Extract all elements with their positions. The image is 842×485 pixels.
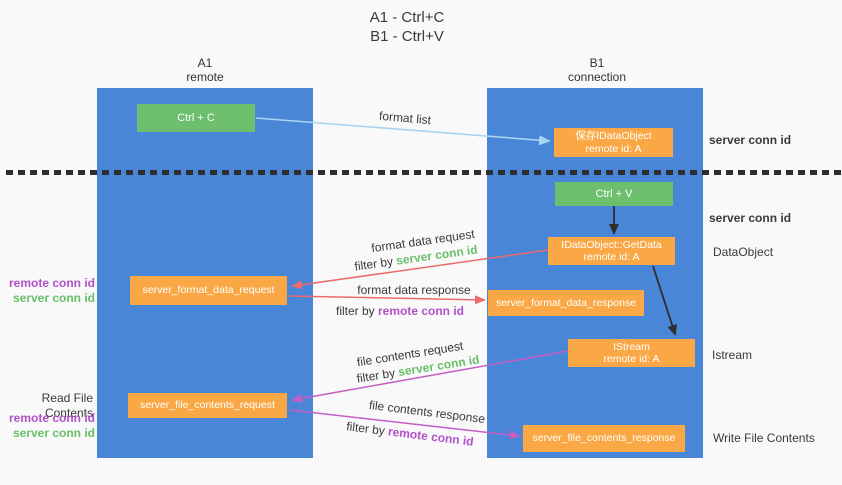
remote-conn-id-highlight: remote conn id xyxy=(387,424,475,449)
ctrl-c-node: Ctrl + C xyxy=(137,104,255,132)
remote-conn-id-highlight: remote conn id xyxy=(378,304,465,318)
lane-b1-header: B1 connection xyxy=(539,56,655,84)
ctrl-c-label: Ctrl + C xyxy=(177,111,215,124)
left-conn-ids-top: remote conn id server conn id xyxy=(0,276,95,306)
save-idataobject-node: 保存IDataObject remote id: A xyxy=(554,128,673,157)
lane-a1-subtitle: remote xyxy=(186,70,224,84)
lane-a1-header: A1 remote xyxy=(147,56,263,84)
format-response-node: server_format_data_response xyxy=(488,290,644,316)
lane-b1-name: B1 xyxy=(589,56,605,70)
file-response-node: server_file_contents_response xyxy=(523,425,685,452)
dataobject-label: DataObject xyxy=(713,245,774,259)
istream-line2: remote id: A xyxy=(603,353,660,365)
server-conn-id-annotation: server conn id xyxy=(12,426,95,440)
format-response-label: server_format_data_response xyxy=(495,296,637,309)
lane-a1-name: A1 xyxy=(197,56,213,70)
getdata-line2: remote id: A xyxy=(583,251,640,263)
file-request-node: server_file_contents_request xyxy=(128,393,287,418)
istream-line1: IStream xyxy=(613,340,650,353)
format-request-label: server_format_data_request xyxy=(142,284,275,297)
lane-b1-subtitle: connection xyxy=(567,70,627,84)
format-request-node: server_format_data_request xyxy=(130,276,287,305)
istream-node: IStream remote id: A xyxy=(568,339,695,367)
getdata-line1: IDataObject::GetData xyxy=(561,238,662,251)
getdata-node: IDataObject::GetData remote id: A xyxy=(548,237,675,265)
read-file-contents-label: Read File Contents xyxy=(41,391,93,420)
file-contents-response-label: file contents response xyxy=(368,397,486,427)
file-response-label: server_file_contents_response xyxy=(532,432,676,445)
diagram-title: A1 - Ctrl+C B1 - Ctrl+V xyxy=(287,8,527,46)
save-idataobject-line1: 保存IDataObject xyxy=(575,130,652,142)
remote-conn-id-annotation: remote conn id xyxy=(8,276,95,290)
title-line-1: A1 - Ctrl+C xyxy=(369,9,445,26)
write-file-contents-label: Write File Contents xyxy=(713,431,815,445)
filter-by-remote-conn-id-label-2: filter by remote conn id xyxy=(346,419,475,448)
format-list-label: format list xyxy=(378,108,432,128)
remote-conn-id-annotation: remote conn id xyxy=(8,411,95,425)
left-conn-ids-bottom: remote conn id server conn id xyxy=(0,411,95,441)
ctrl-v-node: Ctrl + V xyxy=(555,182,673,206)
ctrl-v-label: Ctrl + V xyxy=(595,187,633,200)
filter-by-text: filter by xyxy=(345,419,390,439)
filter-by-text: filter by xyxy=(335,304,378,318)
format-data-response-label: format data response xyxy=(357,283,471,297)
server-conn-id-annotation-top: server conn id xyxy=(709,133,792,147)
istream-side-label: Istream xyxy=(712,348,753,362)
file-request-label: server_file_contents_request xyxy=(140,399,275,412)
title-line-2: B1 - Ctrl+V xyxy=(370,28,444,45)
server-conn-id-annotation: server conn id xyxy=(12,291,95,305)
filter-by-remote-conn-id-label-1: filter by remote conn id xyxy=(336,304,464,318)
dashed-divider xyxy=(6,170,842,175)
filter-by-text: filter by xyxy=(353,253,398,274)
save-idataobject-line2: remote id: A xyxy=(585,142,642,155)
server-conn-id-annotation-mid: server conn id xyxy=(709,211,792,225)
